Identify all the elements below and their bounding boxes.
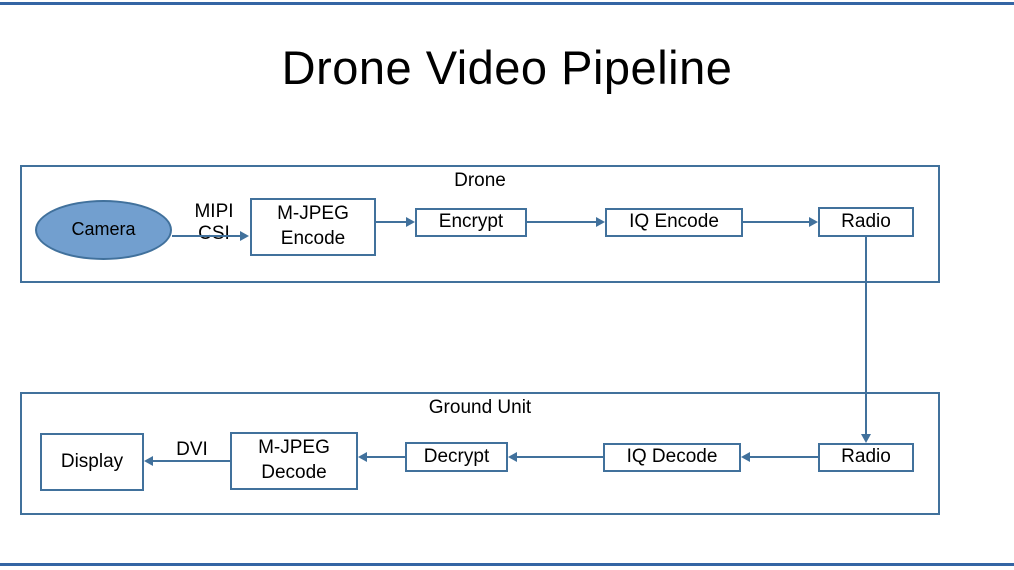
- arrow-line: [527, 221, 597, 223]
- arrowhead-right-icon: [406, 217, 415, 227]
- arrow-line: [865, 237, 867, 435]
- node-decrypt: Decrypt: [405, 442, 508, 472]
- arrowhead-right-icon: [596, 217, 605, 227]
- top-border-line: [0, 2, 1014, 5]
- edge-label-dvi: DVI: [176, 439, 208, 460]
- arrow-line: [152, 460, 230, 462]
- arrow-line: [172, 235, 241, 237]
- node-mjpeg-encode: M-JPEG Encode: [250, 198, 376, 256]
- arrow-line: [366, 456, 405, 458]
- ground-unit-group-label: Ground Unit: [428, 397, 532, 418]
- node-iq-encode: IQ Encode: [605, 208, 743, 237]
- arrow-line: [516, 456, 603, 458]
- arrowhead-left-icon: [358, 452, 367, 462]
- arrowhead-left-icon: [741, 452, 750, 462]
- node-iq-decode: IQ Decode: [603, 443, 741, 472]
- arrowhead-right-icon: [809, 217, 818, 227]
- arrowhead-left-icon: [144, 456, 153, 466]
- arrow-line: [743, 221, 810, 223]
- drone-group-box: Drone: [20, 165, 940, 283]
- node-mjpeg-decode: M-JPEG Decode: [230, 432, 358, 490]
- ground-unit-group-box: Ground Unit: [20, 392, 940, 515]
- arrowhead-right-icon: [240, 231, 249, 241]
- node-encrypt: Encrypt: [415, 208, 527, 237]
- bottom-border-line: [0, 563, 1014, 566]
- edge-label-mipi-csi: MIPI CSI: [194, 201, 234, 244]
- node-camera: Camera: [35, 200, 172, 260]
- arrowhead-left-icon: [508, 452, 517, 462]
- node-radio-ground: Radio: [818, 443, 914, 472]
- drone-group-label: Drone: [454, 170, 506, 191]
- node-display: Display: [40, 433, 144, 491]
- arrowhead-down-icon: [861, 434, 871, 443]
- arrow-line: [376, 221, 407, 223]
- page-title: Drone Video Pipeline: [281, 41, 733, 94]
- node-radio-drone: Radio: [818, 207, 914, 237]
- arrow-line: [749, 456, 818, 458]
